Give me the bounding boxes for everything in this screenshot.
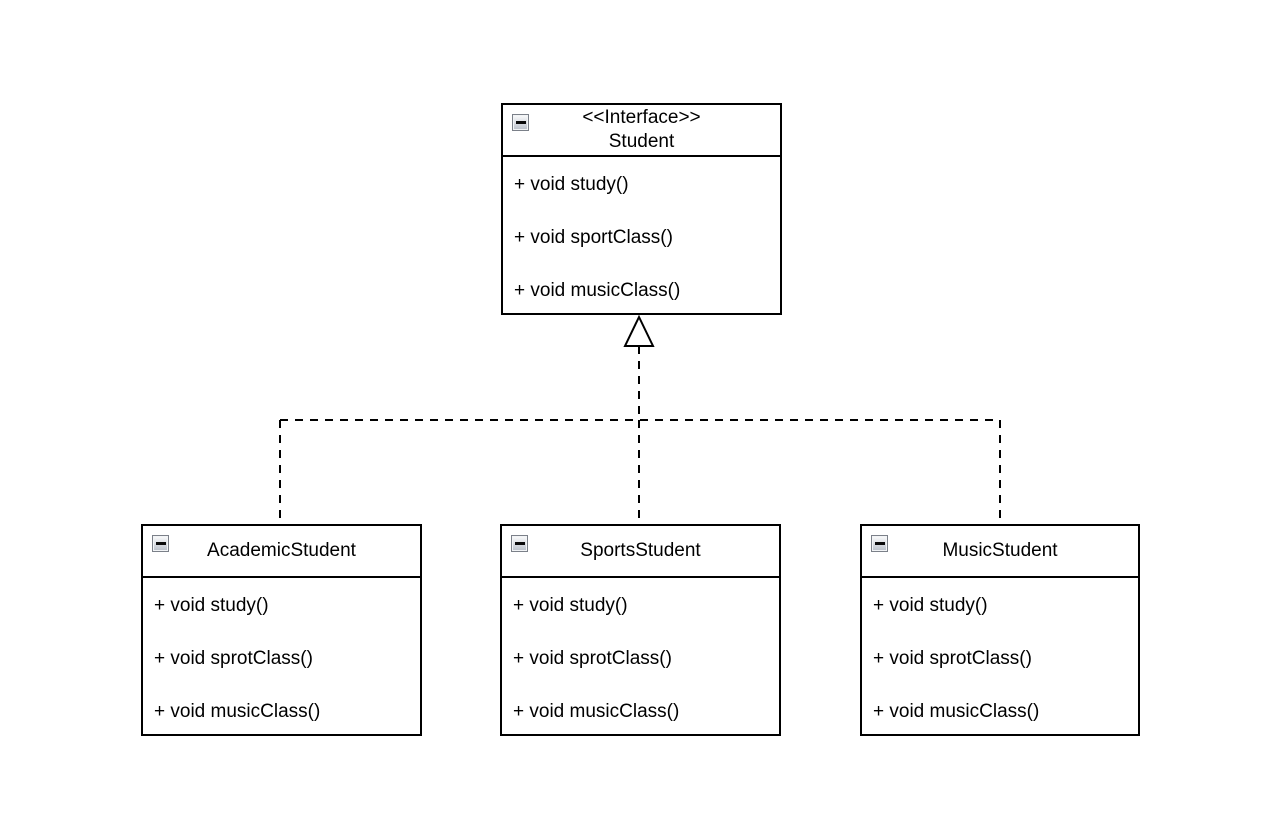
method-study: + void study()	[154, 594, 269, 616]
class-musicstudent-box[interactable]: MusicStudent + void study() + void sprot…	[860, 524, 1140, 736]
method-sprotclass: + void sprotClass()	[513, 647, 672, 669]
class-name: SportsStudent	[580, 540, 701, 561]
method-sportclass: + void sportClass()	[514, 226, 673, 248]
class-academicstudent-box[interactable]: AcademicStudent + void study() + void sp…	[141, 524, 422, 736]
class-name: AcademicStudent	[207, 540, 356, 561]
method-study: + void study()	[514, 173, 629, 195]
class-methods-compartment: + void study() + void sprotClass() + voi…	[862, 578, 1138, 738]
minus-icon	[514, 542, 525, 545]
interface-name: Student	[608, 131, 675, 152]
method-sprotclass: + void sprotClass()	[154, 647, 313, 669]
method-musicclass: + void musicClass()	[513, 700, 680, 722]
collapse-icon[interactable]	[871, 535, 888, 552]
minus-icon	[874, 542, 885, 545]
class-sportsstudent-box[interactable]: SportsStudent + void study() + void spro…	[500, 524, 781, 736]
class-academicstudent-header: AcademicStudent	[143, 526, 420, 578]
class-musicstudent-header: MusicStudent	[862, 526, 1138, 578]
interface-methods-compartment: + void study() + void sportClass() + voi…	[503, 157, 780, 317]
class-methods-compartment: + void study() + void sprotClass() + voi…	[143, 578, 420, 738]
class-sportsstudent-header: SportsStudent	[502, 526, 779, 578]
interface-title: <<Interface>> Student	[503, 105, 780, 155]
collapse-icon[interactable]	[152, 535, 169, 552]
collapse-icon[interactable]	[511, 535, 528, 552]
class-name: MusicStudent	[942, 540, 1058, 561]
method-musicclass: + void musicClass()	[514, 279, 681, 301]
method-musicclass: + void musicClass()	[873, 700, 1040, 722]
interface-stereotype: <<Interface>>	[582, 107, 701, 128]
class-methods-compartment: + void study() + void sprotClass() + voi…	[502, 578, 779, 738]
collapse-icon[interactable]	[512, 114, 529, 131]
method-sprotclass: + void sprotClass()	[873, 647, 1032, 669]
method-musicclass: + void musicClass()	[154, 700, 321, 722]
minus-icon	[155, 542, 166, 545]
realization-triangle-arrowhead[interactable]	[623, 314, 655, 347]
minus-icon	[515, 121, 526, 124]
method-study: + void study()	[513, 594, 628, 616]
method-study: + void study()	[873, 594, 988, 616]
interface-student-box[interactable]: <<Interface>> Student + void study() + v…	[501, 103, 782, 315]
interface-student-header: <<Interface>> Student	[503, 105, 780, 157]
